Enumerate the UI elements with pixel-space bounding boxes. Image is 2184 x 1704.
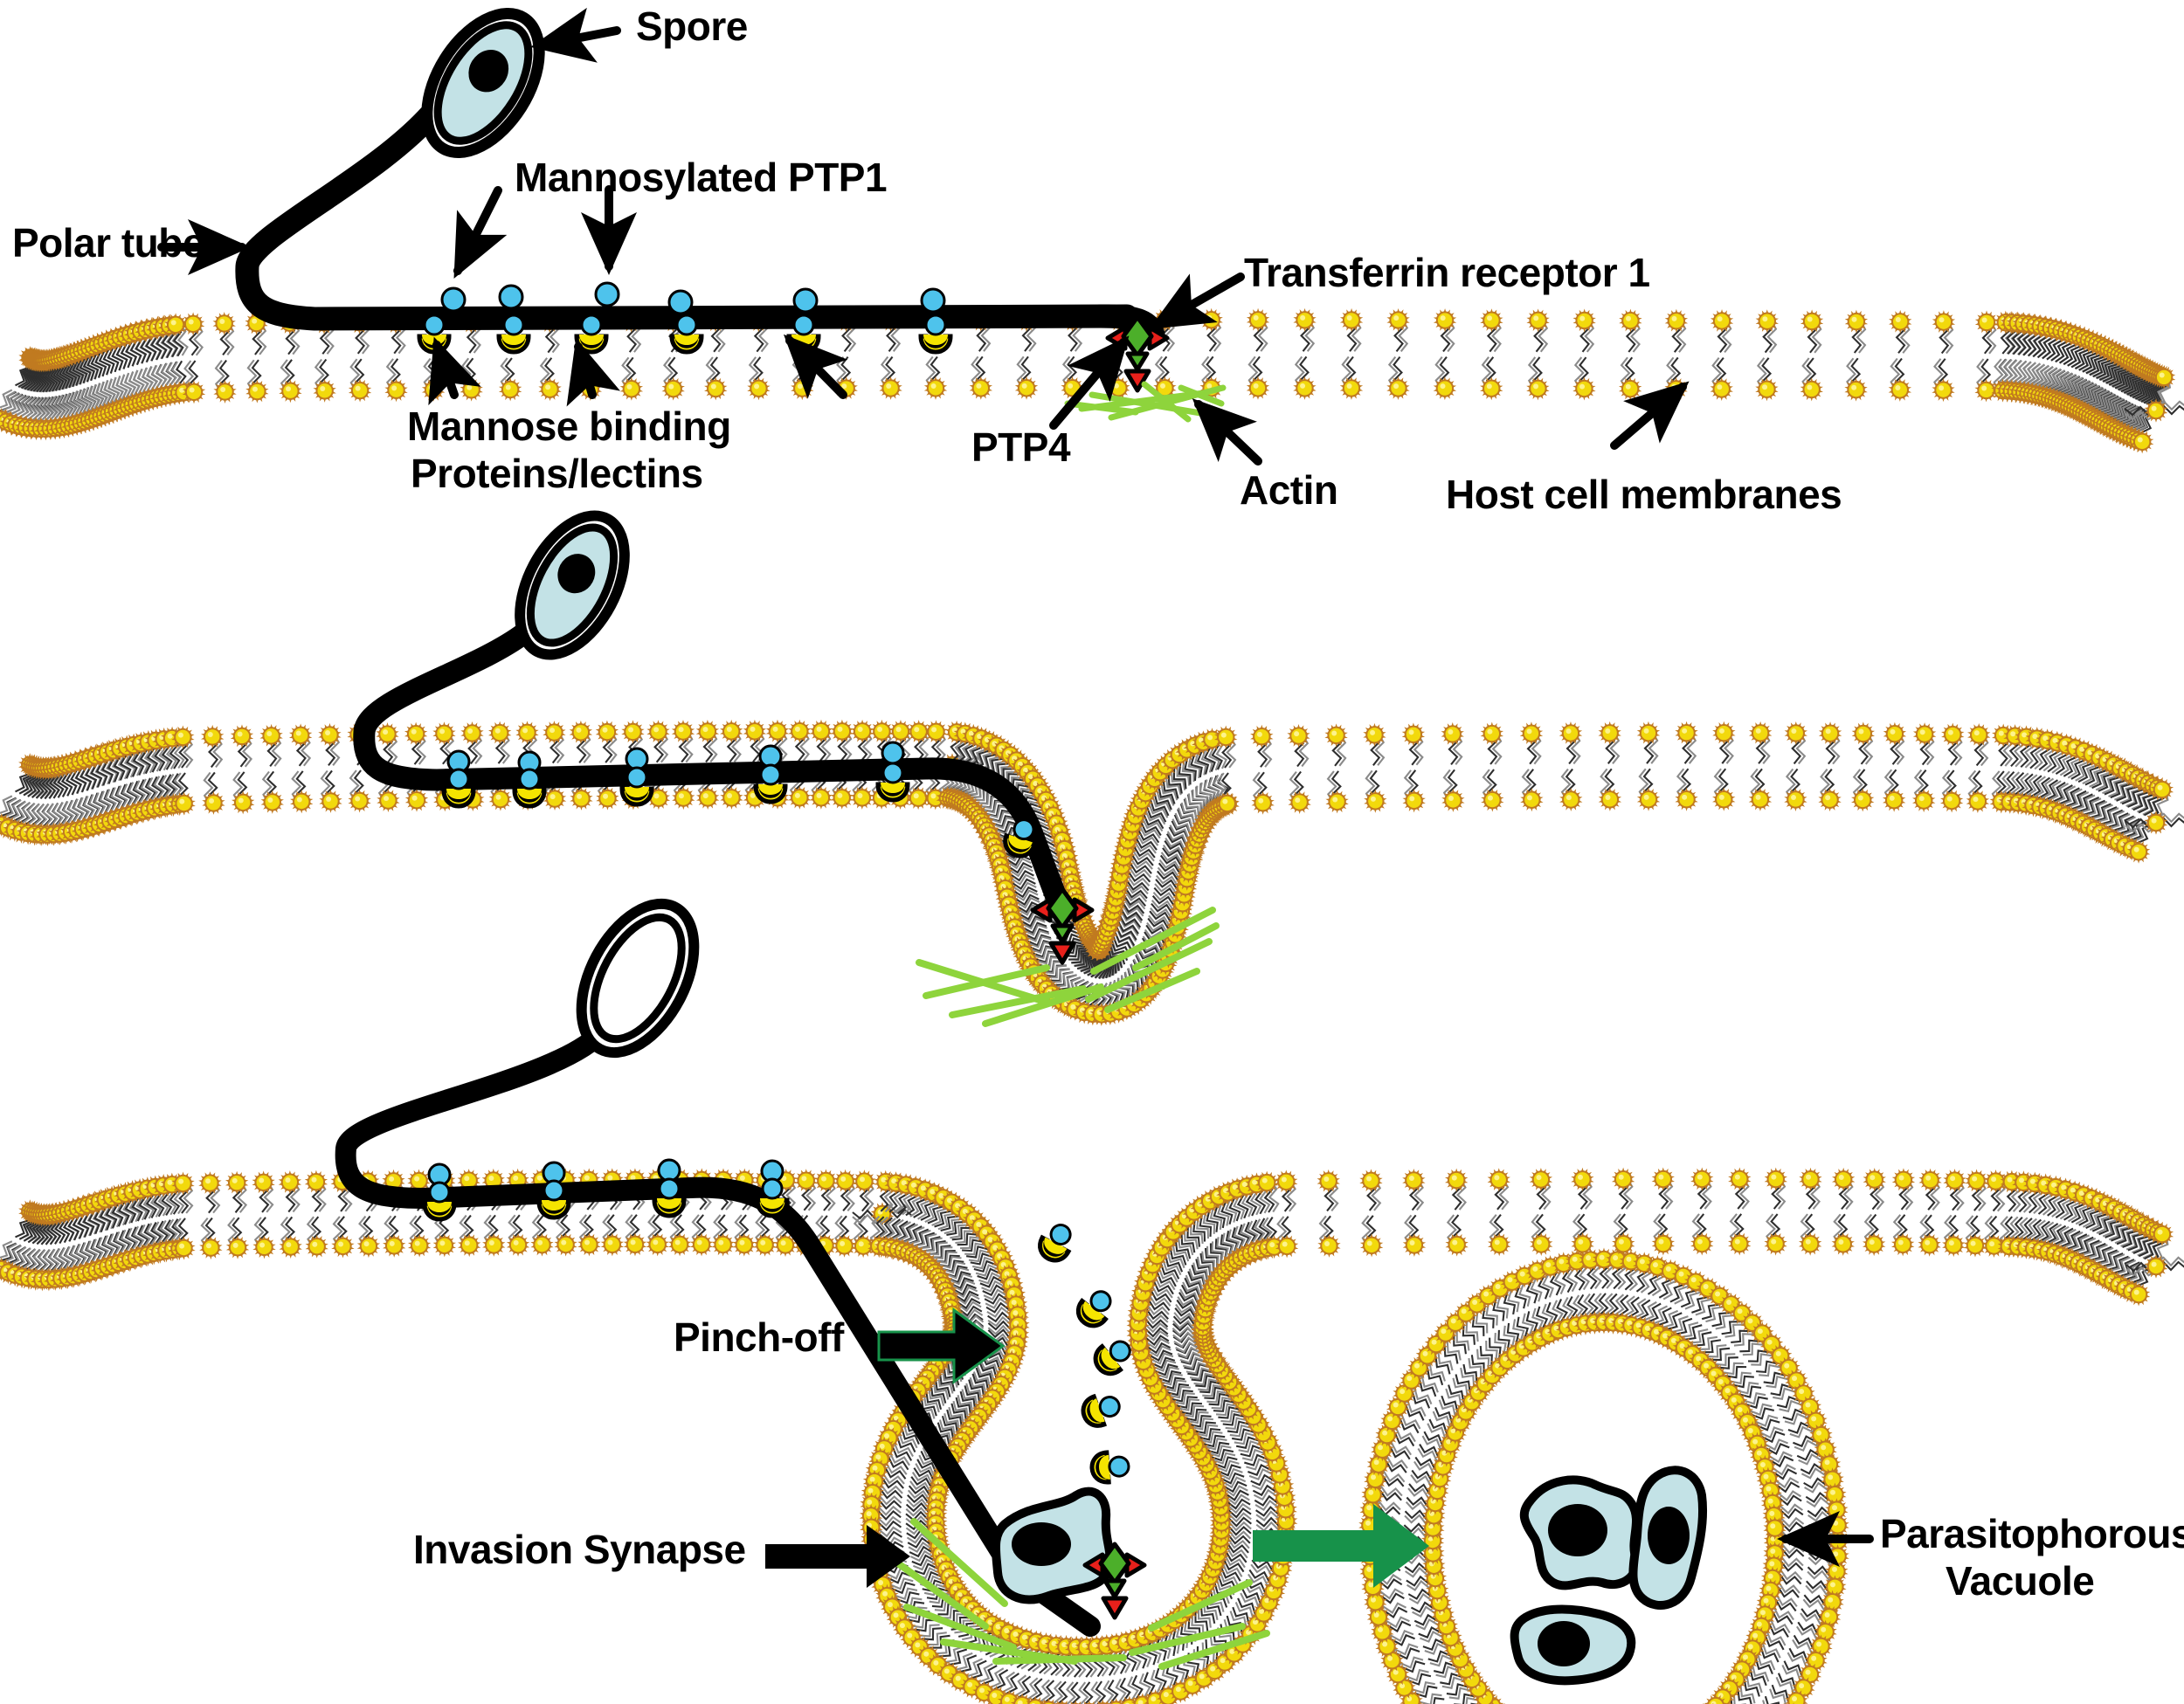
spore-panel2 xyxy=(515,510,630,660)
receptor-complex-panel2 xyxy=(1033,889,1092,962)
label-actin: Actin xyxy=(1240,467,1338,513)
green-process-arrow-icon xyxy=(1253,1504,1429,1588)
label-ptp4: PTP4 xyxy=(971,424,1071,470)
label-invasion-synapse: Invasion Synapse xyxy=(413,1527,746,1572)
panel-1-attachment: flat1 xyxy=(235,7,1227,423)
label-mannosylated-ptp1: Mannosylated PTP1 xyxy=(515,155,888,200)
callout-arrows xyxy=(157,7,1874,1568)
callout-arrow-transferrin-receptor xyxy=(1149,273,1245,329)
pinch-off-arrow-icon xyxy=(877,1307,1006,1384)
invasion-synapse-arrow-icon xyxy=(765,1525,910,1588)
callout-arrow-mannosylated-ptp1-a xyxy=(453,186,508,279)
mannosylated-ptp1-beads-panel1 xyxy=(440,281,946,315)
host-cell-membrane-panel1 xyxy=(0,307,2184,454)
empty-spore-panel3 xyxy=(576,898,700,1059)
parasitophorous-vacuole-contents xyxy=(1510,1466,1708,1686)
label-parasitophorous-vacuole-line2: Vacuole xyxy=(1946,1558,2095,1604)
callout-arrow-mannose-binding-b xyxy=(566,338,621,407)
callout-arrow-spore xyxy=(530,7,621,63)
callout-arrow-actin xyxy=(1192,398,1262,466)
polar-tube-panel2 xyxy=(353,622,1070,915)
label-host-cell-membranes: Host cell membranes xyxy=(1446,472,1842,517)
mannose-binding-lectins-neck-panel3 xyxy=(1035,1219,1137,1483)
internalised-spore-panel3 xyxy=(991,1487,1115,1604)
label-mannose-binding: Mannose binding xyxy=(407,404,731,449)
mannosylated-ptp1-beads-panel2 xyxy=(446,741,905,775)
panel-3-pinch-off xyxy=(335,898,1708,1686)
polar-tube-panel1 xyxy=(235,99,1139,331)
label-transferrin-receptor-1: Transferrin receptor 1 xyxy=(1244,250,1650,295)
callout-arrow-ptp4 xyxy=(1049,335,1130,430)
label-spore: Spore xyxy=(636,3,748,49)
panel-2-invagination xyxy=(353,510,1220,1027)
label-pinch-off: Pinch-off xyxy=(674,1314,844,1360)
host-cell-membrane-panel2-pit xyxy=(936,720,2184,1026)
label-parasitophorous-vacuole-line1: Parasitophorous xyxy=(1880,1511,2184,1556)
actin-filaments-panel3 xyxy=(895,1518,1270,1670)
callout-arrow-mannose-binding-c xyxy=(783,334,848,399)
callout-arrow-host-cell-membranes xyxy=(1610,381,1690,450)
spore-panel1 xyxy=(421,7,545,159)
label-proteins-lectins: Proteins/lectins xyxy=(411,451,703,496)
label-arrows xyxy=(765,1307,1006,1588)
callout-arrow-mannose-binding-a xyxy=(428,336,481,406)
actin-filaments-panel2 xyxy=(916,907,1220,1027)
host-cell-membrane-panel2-left xyxy=(0,719,984,846)
